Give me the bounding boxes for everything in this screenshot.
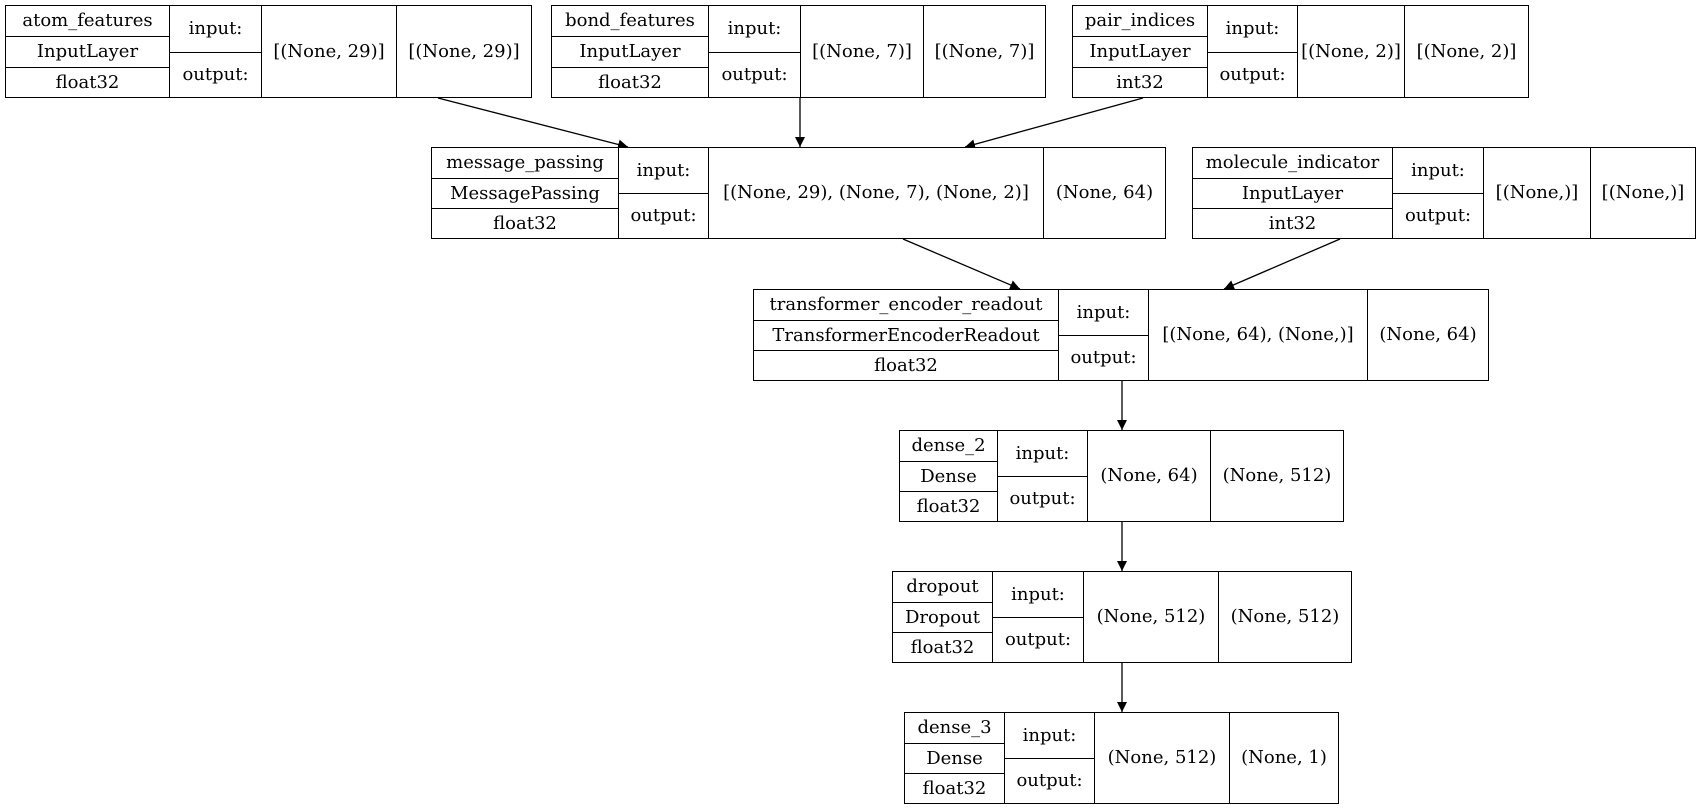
output-shape: [(None, 29)]: [396, 5, 532, 98]
output-label: output:: [1207, 52, 1298, 98]
output-shape: (None, 512): [1218, 571, 1352, 663]
input-label: input:: [992, 571, 1084, 618]
output-shape: (None, 1): [1229, 712, 1339, 804]
output-label: output:: [997, 476, 1088, 522]
input-shape: [(None, 64), (None,)]: [1148, 289, 1368, 381]
layer-name: dropout: [892, 571, 993, 603]
layer-name: pair_indices: [1072, 5, 1208, 37]
layer-class: InputLayer: [1072, 36, 1208, 68]
output-label: output:: [1004, 758, 1095, 804]
output-shape: [(None,)]: [1590, 147, 1696, 239]
layer-dtype: float32: [892, 632, 993, 663]
layer-dtype: float32: [431, 208, 619, 239]
output-label: output:: [992, 617, 1084, 663]
layer-name: dense_2: [899, 430, 998, 462]
layer-class: InputLayer: [551, 36, 709, 68]
layer-dtype: float32: [753, 350, 1059, 381]
input-label: input:: [1004, 712, 1095, 759]
layer-name: bond_features: [551, 5, 709, 37]
layer-dtype: float32: [899, 491, 998, 522]
layer-dtype: int32: [1192, 208, 1393, 239]
layer-name: dense_3: [904, 712, 1005, 744]
layer-class: MessagePassing: [431, 178, 619, 209]
output-shape: (None, 64): [1367, 289, 1489, 381]
layer-class: InputLayer: [5, 36, 170, 68]
input-shape: (None, 64): [1087, 430, 1211, 522]
input-shape: [(None, 2)]: [1297, 5, 1405, 98]
input-label: input:: [1207, 5, 1298, 53]
edge-arrow-message_passing-to-transformer_encoder_readout: [902, 238, 1021, 290]
input-label: input:: [169, 5, 262, 53]
output-label: output:: [169, 52, 262, 98]
edge-arrow-pair_indices-to-message_passing: [964, 97, 1144, 150]
layer-name: message_passing: [431, 147, 619, 179]
output-shape: (None, 512): [1210, 430, 1344, 522]
input-shape: [(None,)]: [1483, 147, 1591, 239]
layer-class: Dense: [904, 743, 1005, 774]
output-shape: [(None, 2)]: [1404, 5, 1529, 98]
layer-class: TransformerEncoderReadout: [753, 320, 1059, 351]
edge-arrow-molecule_indicator-to-transformer_encoder_readout: [1223, 238, 1341, 290]
input-shape: [(None, 29)]: [261, 5, 397, 98]
input-shape: (None, 512): [1083, 571, 1219, 663]
input-label: input:: [1392, 147, 1484, 194]
layer-name: molecule_indicator: [1192, 147, 1393, 179]
input-shape: [(None, 29), (None, 7), (None, 2)]: [708, 147, 1044, 239]
output-label: output:: [708, 52, 801, 98]
layer-name: transformer_encoder_readout: [753, 289, 1059, 321]
layer-dtype: float32: [904, 773, 1005, 804]
layer-dtype: int32: [1072, 67, 1208, 98]
input-shape: (None, 512): [1094, 712, 1230, 804]
output-label: output:: [618, 193, 709, 239]
input-label: input:: [1058, 289, 1149, 336]
input-shape: [(None, 7)]: [800, 5, 924, 98]
input-label: input:: [708, 5, 801, 53]
input-label: input:: [997, 430, 1088, 477]
output-shape: (None, 64): [1043, 147, 1166, 239]
output-shape: [(None, 7)]: [923, 5, 1046, 98]
layer-class: Dense: [899, 461, 998, 492]
input-label: input:: [618, 147, 709, 194]
edge-arrow-atom_features-to-message_passing: [437, 97, 629, 150]
output-label: output:: [1392, 193, 1484, 239]
output-label: output:: [1058, 335, 1149, 381]
layer-class: Dropout: [892, 602, 993, 633]
layer-name: atom_features: [5, 5, 170, 37]
layer-dtype: float32: [5, 67, 170, 98]
layer-dtype: float32: [551, 67, 709, 98]
layer-class: InputLayer: [1192, 178, 1393, 209]
